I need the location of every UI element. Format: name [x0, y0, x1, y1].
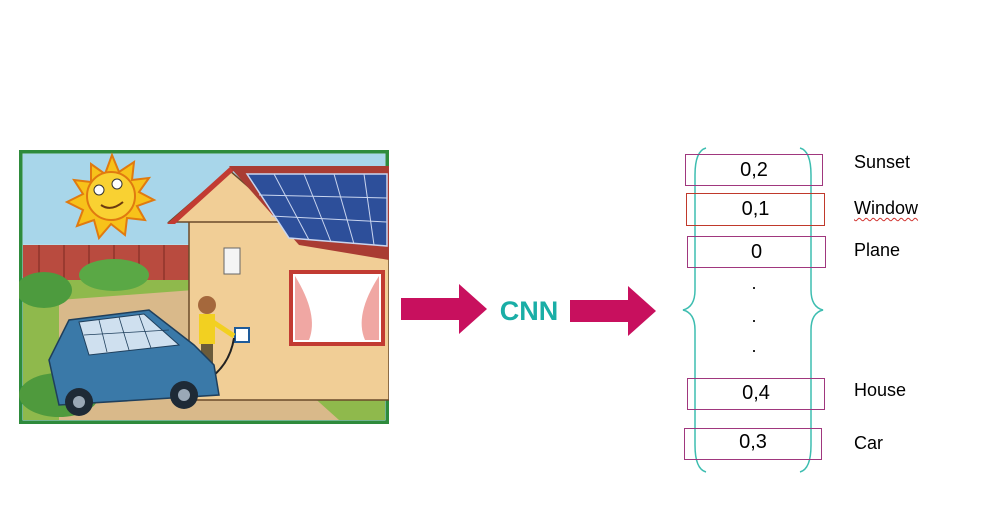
arrow-to-cnn	[401, 284, 487, 334]
sun	[64, 152, 157, 241]
ellipsis-dot: .	[751, 273, 757, 293]
ellipsis-dot: .	[751, 306, 757, 326]
bush	[19, 272, 72, 308]
input-image	[19, 150, 389, 424]
class-label-sunset: Sunset	[854, 152, 911, 172]
person	[198, 296, 236, 364]
class-label-house: House	[854, 380, 907, 400]
score-box-window: 0,1	[686, 193, 825, 226]
score-box-plane: 0	[687, 236, 826, 268]
class-label-car: Car	[854, 433, 884, 453]
car	[48, 309, 220, 416]
left-brace	[682, 147, 707, 473]
score-box-house: 0,4	[687, 378, 825, 410]
vector-braces	[682, 147, 824, 473]
house	[166, 166, 389, 401]
ellipsis-dot: .	[751, 336, 757, 356]
right-brace	[799, 147, 824, 473]
class-label-plane: Plane	[854, 240, 901, 260]
cnn-label: CNN	[499, 296, 559, 326]
class-label-window: Window	[854, 198, 919, 218]
score-box-car: 0,3	[684, 428, 822, 460]
score-box-sunset: 0,2	[685, 154, 823, 186]
arrow-to-outputs	[570, 286, 656, 336]
